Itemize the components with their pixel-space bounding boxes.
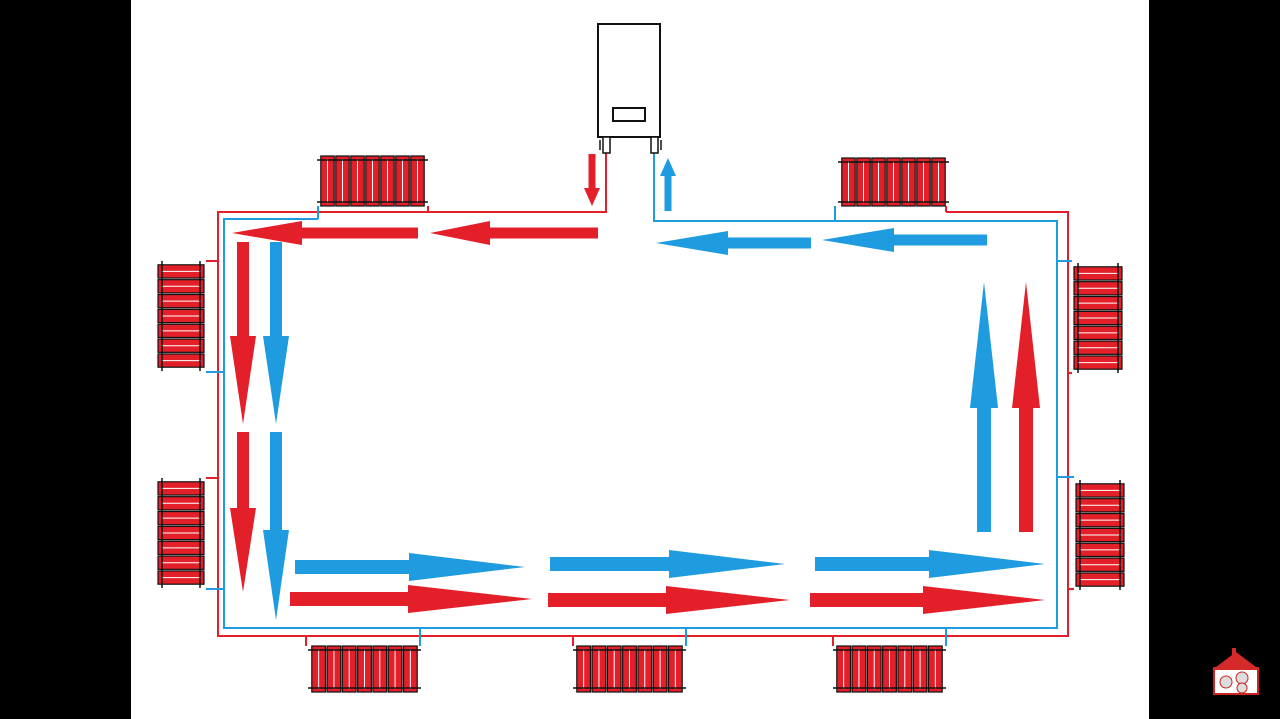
return-pipe [223,153,1058,629]
return-arrow-bottom [295,553,525,581]
house-channel-logo-icon [1212,648,1260,695]
supply-arrow-bottom [810,586,1045,614]
supply-arrow-top [430,221,598,245]
supply-pipe [217,153,1069,637]
supply-arrow-right [1012,282,1040,532]
supply-arrow-bottom [548,586,790,614]
return-arrow-left [263,242,289,424]
radiator-bottom-left [308,645,421,693]
radiator-right-upper [1073,263,1123,373]
boiler-display [612,107,646,122]
radiator-left-lower [157,478,205,588]
radiator-left-upper [157,261,205,371]
radiator-top-left [317,155,428,207]
boiler-return-nozzle [650,136,659,154]
radiator-top-right [838,157,949,207]
return-arrow-top [822,228,987,252]
return-arrow-bottom [815,550,1045,578]
supply-arrow-bottom [290,585,532,613]
flow-arrow-group [230,154,1045,620]
return-arrow-bottom [550,550,785,578]
supply-arrow-left [230,242,256,424]
wall-mounted-boiler-icon [597,23,662,154]
radiator-bottom-right [833,645,946,693]
radiator-right-lower [1075,480,1125,590]
return-arrow-right [970,282,998,532]
return-arrow-left [263,432,289,620]
supply-arrow-top [232,221,418,245]
radiator-bottom-middle [573,645,686,693]
supply-arrow-left [230,432,256,592]
return-arrow-top [656,231,811,255]
supply-arrow-from-boiler [584,154,600,206]
radiator-group [157,155,1125,693]
pipe-network [206,153,1074,646]
boiler-supply-nozzle [602,136,611,154]
return-arrow-into-boiler [660,158,676,211]
